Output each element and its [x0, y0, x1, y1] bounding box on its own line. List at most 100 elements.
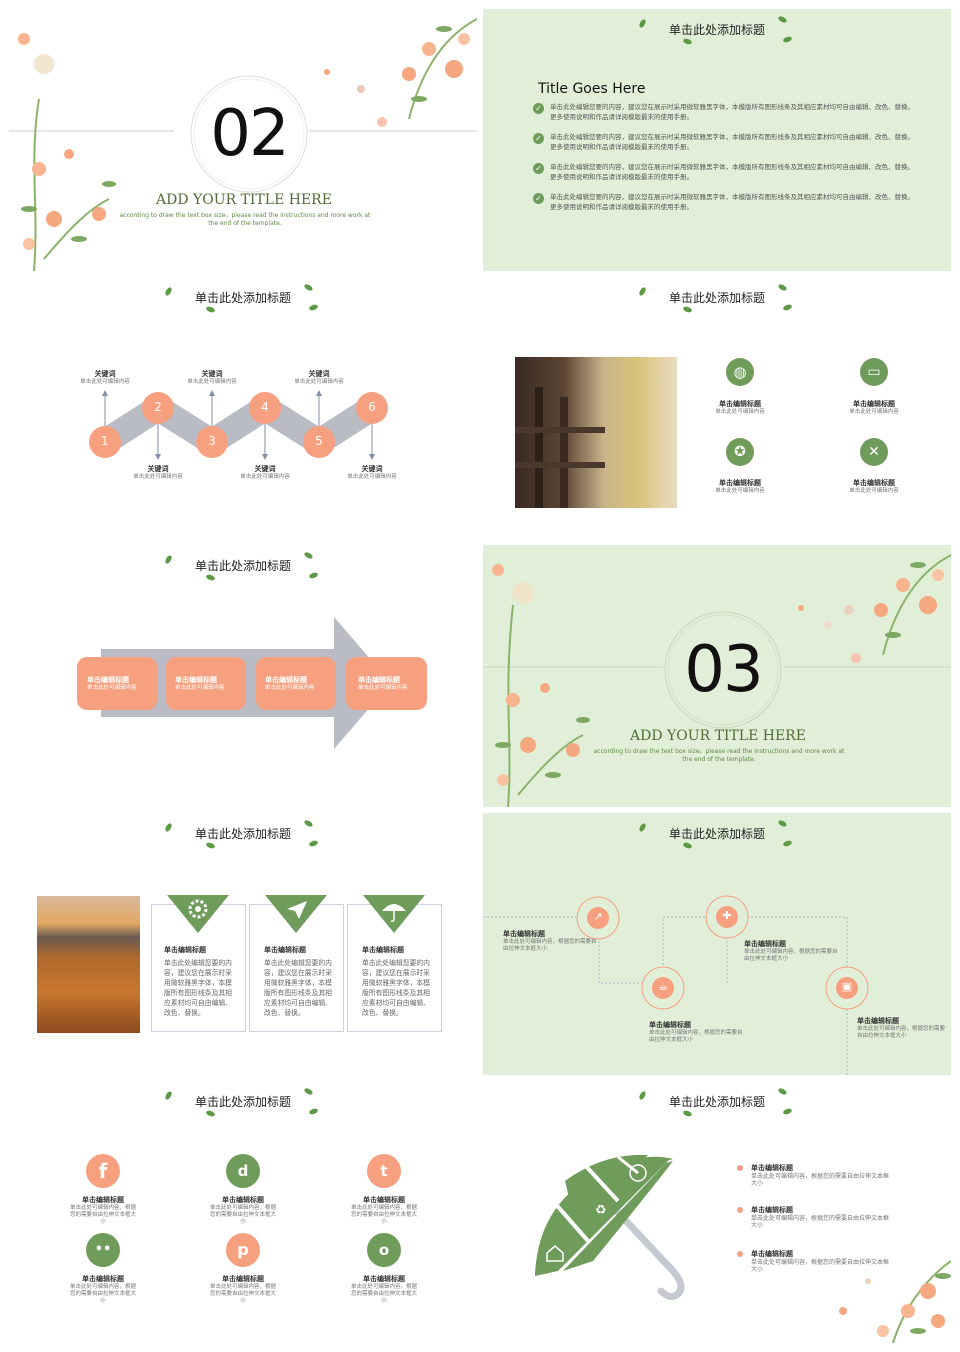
umbrella-desc: 单击此处可编辑内容，根据您的需要自由拉伸文本框大小 [751, 1173, 890, 1187]
step-desc: 单击此处可编辑内容 [87, 685, 137, 691]
slide-header: 单击此处添加标题 [194, 1095, 291, 1109]
arrow-step-box: 单击编辑标题单击此处可编辑内容 [166, 657, 246, 710]
bullet-text: 单击此处编辑您要的内容，建议您在展示时采用微软雅黑字体，本模版所有图形线条及其相… [550, 193, 914, 211]
social-title: 单击编辑标题 [363, 1196, 405, 1204]
slide-section-03[interactable]: 03 ADD YOUR TITLE HERE according to draw… [483, 545, 951, 807]
icon-caption: 单击编辑标题单击此处可编辑内容 [834, 478, 914, 495]
umbrella-desc: 单击此处可编辑内容，根据您的需要自由拉伸文本框大小 [751, 1215, 890, 1229]
facebook-icon[interactable]: f [86, 1154, 120, 1188]
umbrella-icon [363, 895, 425, 933]
social-title: 单击编辑标题 [82, 1275, 124, 1283]
step-number: 4 [261, 400, 269, 414]
flow-title: 单击编辑标题 [857, 1017, 899, 1025]
gear-icon [167, 895, 229, 933]
leaf-icon [682, 37, 693, 46]
slide-header: 单击此处添加标题 [668, 1095, 765, 1109]
slide-arrow-process[interactable]: 单击此处添加标题 单击编辑标题单击此处可编辑内容 单击编辑标题单击此处可编辑内容… [9, 545, 477, 807]
social-caption: 单击编辑标题单击此处可编辑内容，根据您的需要自由拉伸文本框大小 [208, 1195, 278, 1226]
social-caption: 单击编辑标题单击此处可编辑内容，根据您的需要自由拉伸文本框大小 [68, 1195, 138, 1226]
umbrella-diagram: ♻ [535, 1154, 685, 1300]
fence-photo [515, 357, 677, 508]
step-desc: 单击此处可编辑内容 [358, 685, 408, 691]
twitter-icon[interactable]: t [367, 1154, 401, 1188]
social-desc: 单击此处可编辑内容，根据您的需要自由拉伸文本框大小 [209, 1284, 276, 1304]
pinterest-icon[interactable]: p [226, 1233, 260, 1267]
step-desc: 单击此处可编辑内容 [175, 685, 225, 691]
social-caption: 单击编辑标题单击此处可编辑内容，根据您的需要自由拉伸文本框大小 [208, 1274, 278, 1305]
flow-title: 单击编辑标题 [503, 930, 545, 938]
section-subtitle: according to draw the text box size。plea… [593, 748, 845, 763]
icon-desc: 单击此处可编辑内容 [715, 409, 765, 415]
bullet-dot [737, 1165, 743, 1171]
keyword-desc: 单击此处可编辑内容 [240, 474, 290, 480]
card-desc: 单击此处编辑您要的内容，建议您在展示时采用微软雅黑字体，本模版所有图形线条及其相… [264, 959, 332, 1017]
slide-title-bullets[interactable]: 单击此处添加标题 Title Goes Here ✓ 单击此处编辑您要的内容，建… [483, 9, 951, 271]
bullet-dot [737, 1207, 743, 1213]
title-heading: Title Goes Here [538, 81, 646, 97]
keyword-title: 关键词 [201, 370, 223, 378]
social-title: 单击编辑标题 [222, 1275, 264, 1283]
slide-header: 单击此处添加标题 [668, 23, 765, 37]
section-number: 02 [210, 97, 289, 171]
slide-flow-steps[interactable]: 单击此处添加标题 ↗ ☕ ✚ ▣ 单击编辑标题单击此处可编辑内容，根据您的需要自… [483, 813, 951, 1075]
umbrella-desc: 单击此处可编辑内容，根据您的需要自由拉伸文本框大小 [751, 1259, 890, 1273]
umbrella-item: 单击编辑标题单击此处可编辑内容，根据您的需要自由拉伸文本框大小 [737, 1205, 892, 1229]
tools-icon: ✕ [860, 438, 888, 466]
flow-caption: 单击编辑标题单击此处可编辑内容，根据您的需要自由拉伸文本框大小 [649, 1020, 744, 1044]
social-title: 单击编辑标题 [82, 1196, 124, 1204]
step-title: 单击编辑标题 [358, 676, 400, 684]
bullet-text: 单击此处编辑您要的内容，建议您在展示时采用微软雅黑字体，本模版所有图形线条及其相… [550, 103, 914, 121]
card-title: 单击编辑标题 [362, 946, 404, 954]
keyword-desc: 单击此处可编辑内容 [347, 474, 397, 480]
award-icon: ✪ [726, 438, 754, 466]
slide-photo-icons[interactable]: 单击此处添加标题 ◍ ▭ ✪ ✕ 单击编辑标题单击此处可编辑内容 单击编辑标题单… [483, 277, 951, 539]
card-title: 单击编辑标题 [164, 946, 206, 954]
bullet-text: 单击此处编辑您要的内容，建议您在展示时采用微软雅黑字体，本模版所有图形线条及其相… [550, 163, 914, 181]
step-number: 1 [101, 434, 109, 448]
keyword-block: 关键词单击此处可编辑内容 [332, 464, 412, 481]
section-title: ADD YOUR TITLE HERE [156, 192, 332, 208]
slide-social-icons[interactable]: 单击此处添加标题 f d t •• p o 单击编辑标题单击此处可编辑内容，根据… [9, 1081, 477, 1343]
flickr-icon[interactable]: •• [86, 1233, 120, 1267]
check-icon: ✓ [533, 133, 544, 144]
music-icon[interactable]: d [226, 1154, 260, 1188]
slide-section-02[interactable]: 02 ADD YOUR TITLE HERE according to draw… [9, 9, 477, 271]
flow-caption: 单击编辑标题单击此处可编辑内容，根据您的需要自由拉伸文本框大小 [744, 939, 839, 963]
check-icon: ✓ [533, 193, 544, 204]
social-desc: 单击此处可编辑内容，根据您的需要自由拉伸文本框大小 [209, 1205, 276, 1225]
icon-caption: 单击编辑标题单击此处可编辑内容 [834, 399, 914, 416]
slide-zigzag-process[interactable]: 单击此处添加标题 1 2 3 4 5 6 关键词单击此处可编辑内容 关键词单击此… [9, 277, 477, 539]
section-number: 03 [684, 633, 763, 707]
step-number: 2 [154, 400, 162, 414]
keyword-desc: 单击此处可编辑内容 [133, 474, 183, 480]
flow-title: 单击编辑标题 [744, 940, 786, 948]
section-title: ADD YOUR TITLE HERE [630, 728, 806, 744]
icon-title: 单击编辑标题 [853, 400, 895, 408]
bullet-list: ✓ 单击此处编辑您要的内容，建议您在展示时采用微软雅黑字体，本模版所有图形线条及… [533, 103, 918, 212]
keyword-block: 关键词单击此处可编辑内容 [65, 369, 145, 386]
section-subtitle: according to draw the text box size。plea… [119, 212, 371, 227]
arrow-step-box: 单击编辑标题单击此处可编辑内容 [256, 657, 336, 710]
chart-icon: ↗ [593, 910, 603, 923]
bullet-item: ✓ 单击此处编辑您要的内容，建议您在展示时采用微软雅黑字体，本模版所有图形线条及… [533, 133, 918, 152]
bullet-item: ✓ 单击此处编辑您要的内容，建议您在展示时采用微软雅黑字体，本模版所有图形线条及… [533, 193, 918, 212]
icon-title: 单击编辑标题 [719, 400, 761, 408]
keyword-title: 关键词 [308, 370, 330, 378]
flow-desc: 单击此处可编辑内容，根据您的需要自由拉伸文本框大小 [744, 949, 838, 962]
icon-title: 单击编辑标题 [719, 479, 761, 487]
puzzle-icon: ✚ [722, 909, 732, 922]
card-desc: 单击此处编辑您要的内容，建议您在展示时采用微软雅黑字体，本模版所有图形线条及其相… [362, 959, 430, 1017]
check-icon: ✓ [533, 163, 544, 174]
slide-header: 单击此处添加标题 [668, 827, 765, 841]
instagram-icon[interactable]: o [367, 1233, 401, 1267]
social-desc: 单击此处可编辑内容，根据您的需要自由拉伸文本框大小 [350, 1205, 417, 1225]
slide-photo-cards[interactable]: 单击此处添加标题 单击编辑标题 单击此处编辑您要的内容，建议您在展示时采用微软雅… [9, 813, 477, 1075]
social-desc: 单击此处可编辑内容，根据您的需要自由拉伸文本框大小 [350, 1284, 417, 1304]
icon-caption: 单击编辑标题单击此处可编辑内容 [700, 399, 780, 416]
icon-desc: 单击此处可编辑内容 [849, 488, 899, 494]
step-number: 5 [315, 434, 323, 448]
paper-plane-icon [265, 895, 327, 933]
slide-umbrella[interactable]: 单击此处添加标题 ♻ 单击编辑标题单击此处可编辑内容，根据您的需要自由拉伸文本框… [483, 1081, 951, 1343]
card-desc: 单击此处编辑您要的内容，建议您在展示时采用微软雅黑字体，本模版所有图形线条及其相… [164, 959, 232, 1017]
bullet-text: 单击此处编辑您要的内容，建议您在展示时采用微软雅黑字体，本模版所有图形线条及其相… [550, 133, 914, 151]
